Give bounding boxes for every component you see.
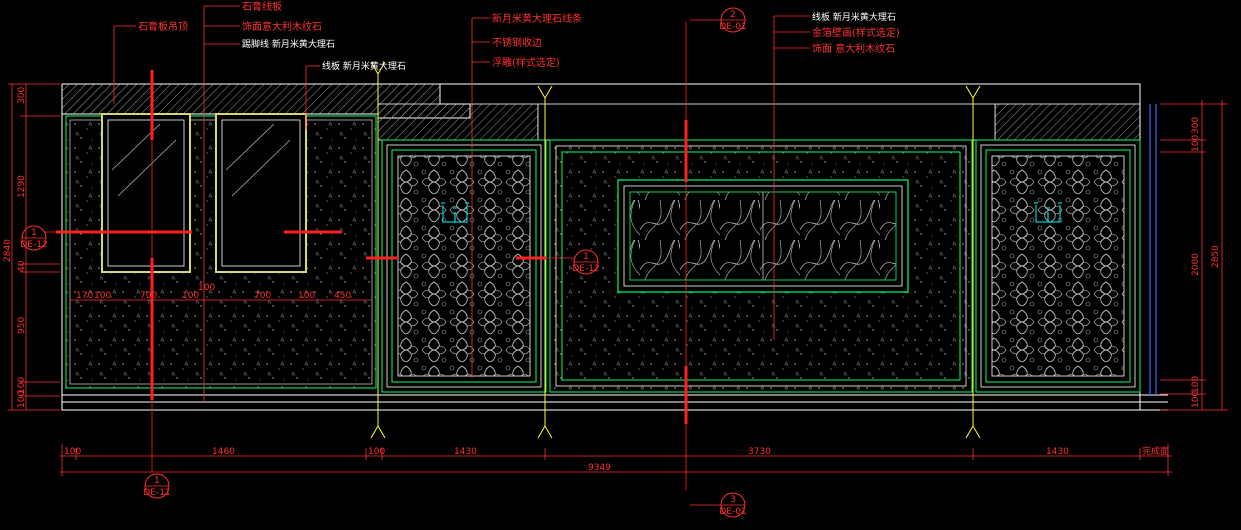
svg-text:1430: 1430	[454, 447, 477, 457]
svg-text:1: 1	[154, 476, 160, 486]
annotations-top-right: 线板 新月米黄大理石 金箔壁画(样式选定) 饰面 意大利木纹石	[812, 11, 900, 55]
damask-panel-left	[381, 139, 547, 393]
label-marble-trim-left: 线板 新月米黄大理石	[322, 60, 406, 72]
label-gypsum-ceiling: 石膏板吊顶	[138, 20, 188, 33]
svg-text:2850: 2850	[1211, 245, 1221, 268]
svg-text:1430: 1430	[1046, 447, 1069, 457]
label-relief: 浮雕(样式选定)	[492, 56, 560, 69]
svg-text:950: 950	[17, 317, 27, 334]
svg-text:9349: 9349	[588, 463, 611, 473]
label-gypsum-molding: 石膏线板	[242, 0, 282, 13]
svg-text:100: 100	[17, 377, 27, 394]
wall-sconce-right	[1034, 202, 1062, 223]
label-marble-trim-right: 线板 新月米黄大理石	[812, 11, 896, 23]
section-tag-left: 1 DE-12	[20, 225, 48, 251]
svg-text:2000: 2000	[1191, 253, 1201, 276]
dimension-bottom-text: 100 1460 100 1430 3730 1430 完成面 9349	[64, 445, 1169, 473]
svg-text:1: 1	[583, 252, 589, 262]
svg-text:300: 300	[1191, 117, 1201, 134]
svg-text:170: 170	[76, 291, 93, 301]
svg-text:700: 700	[254, 291, 271, 301]
annotations-top-middle: 新月米黄大理石线条 不锈钢收边 浮雕(样式选定)	[492, 12, 582, 69]
label-marble-strip: 新月米黄大理石线条	[492, 12, 582, 25]
svg-text:100: 100	[1191, 135, 1201, 152]
svg-text:700: 700	[140, 291, 157, 301]
svg-text:100: 100	[368, 447, 385, 457]
label-wood-grain-right: 饰面 意大利木纹石	[812, 42, 895, 55]
svg-text:完成面: 完成面	[1142, 445, 1169, 457]
relief-mural	[617, 179, 909, 293]
svg-text:2840: 2840	[3, 239, 13, 262]
svg-text:300: 300	[17, 87, 27, 104]
damask-panel-right	[975, 139, 1141, 393]
label-stainless-edge: 不锈钢收边	[492, 36, 542, 49]
svg-text:100: 100	[1191, 391, 1201, 408]
section-tag-top: 2 DE-01	[690, 7, 747, 33]
section-cut-lines	[32, 22, 688, 490]
label-skirting-marble: 踢脚线 新月米黄大理石	[242, 38, 335, 50]
ceiling-hatch	[61, 83, 1141, 141]
left-window	[101, 113, 191, 273]
section-tag-bottom-left: 1 DE-11	[143, 473, 171, 499]
svg-text:100: 100	[17, 391, 27, 408]
section-tag-center: 1 DE-12	[572, 249, 600, 275]
wall-sconce-left	[441, 202, 469, 223]
glass-edge	[1149, 104, 1157, 395]
svg-text:100: 100	[298, 291, 315, 301]
svg-text:1: 1	[31, 228, 37, 238]
annotations-top-left: 石膏板吊顶 石膏线板 饰面意大利木纹石 踢脚线 新月米黄大理石 线板 新月米黄大…	[138, 0, 406, 72]
svg-text:2: 2	[730, 10, 736, 20]
svg-text:DE-12: DE-12	[20, 240, 47, 250]
dimension-bottom	[60, 444, 1172, 476]
svg-text:DE-12: DE-12	[572, 264, 599, 274]
dimension-left-text: 300 1290 2840 40 950 100 100	[3, 87, 27, 408]
dimension-right-text: 300 100 2000 2850 100 100	[1191, 117, 1221, 408]
svg-text:DE-01: DE-01	[719, 507, 746, 517]
svg-text:100: 100	[94, 291, 111, 301]
section-tag-bottom-center: 3 DE-01	[690, 492, 747, 518]
svg-text:100: 100	[182, 291, 199, 301]
dimension-inner-row: 170 100 700 100 100 700 100 450	[70, 283, 372, 301]
dimension-right	[1160, 100, 1228, 411]
svg-text:100: 100	[1191, 376, 1201, 393]
svg-text:100: 100	[198, 283, 215, 293]
right-window	[215, 113, 307, 273]
svg-text:450: 450	[334, 291, 351, 301]
dimension-left	[8, 83, 60, 411]
svg-text:1460: 1460	[212, 447, 235, 457]
svg-text:1290: 1290	[17, 175, 27, 198]
svg-text:DE-01: DE-01	[719, 22, 746, 32]
svg-text:3: 3	[730, 495, 736, 505]
label-gold-foil-mural: 金箔壁画(样式选定)	[812, 26, 900, 39]
leader-lines	[113, 5, 810, 402]
svg-text:40: 40	[17, 260, 27, 272]
svg-text:3730: 3730	[748, 447, 771, 457]
svg-text:100: 100	[64, 447, 81, 457]
svg-text:DE-11: DE-11	[143, 488, 170, 498]
label-wood-grain-stone: 饰面意大利木纹石	[242, 20, 322, 33]
